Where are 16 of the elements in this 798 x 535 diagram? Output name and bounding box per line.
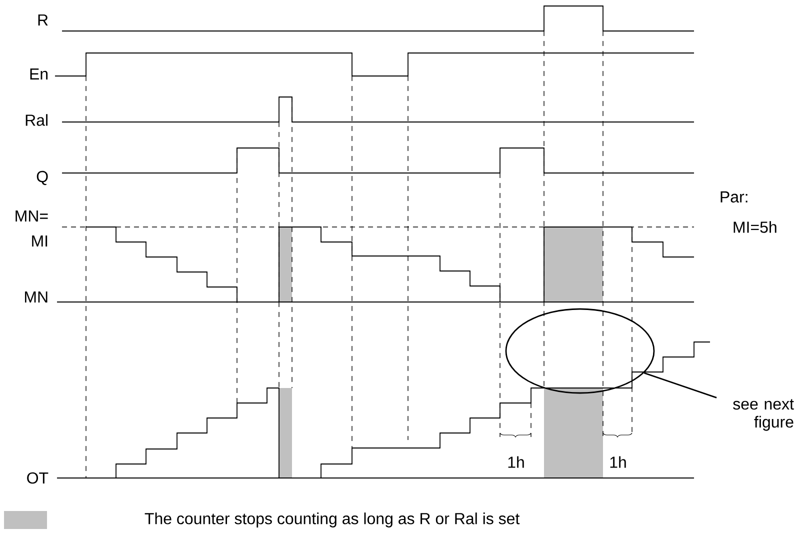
signal-label: Ral — [26, 114, 48, 126]
signal-label: Q — [36, 170, 48, 186]
signal-label: OT — [27, 472, 48, 484]
signal-label: R — [38, 14, 48, 26]
signal-label: MN — [25, 292, 48, 302]
signal-label: En — [30, 68, 48, 80]
duration-label: 1h — [610, 456, 626, 468]
duration-label: 1h — [508, 456, 524, 468]
signal-label: MI — [32, 236, 48, 246]
legend-text: The counter stops counting as long as R or Ral is set — [144, 512, 520, 528]
note-text: see next figure — [733, 399, 794, 431]
parameter-label: MI=5h — [734, 221, 776, 233]
signal-label: MN= — [16, 210, 48, 222]
leader-line — [644, 372, 717, 398]
highlight-ellipse — [505, 308, 655, 394]
parameter-label: Par: — [720, 191, 748, 203]
